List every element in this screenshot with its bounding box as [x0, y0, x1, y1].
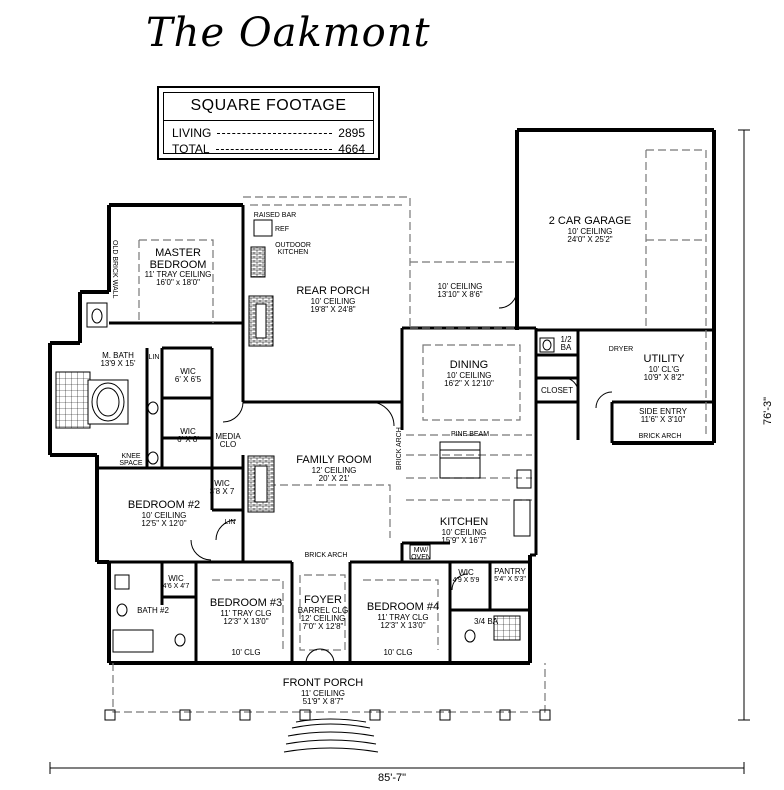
- family-room-label: FAMILY ROOM 12' CEILING 20' X 21': [296, 454, 372, 483]
- brick-arch-vertical-label: BRICK ARCH: [396, 427, 403, 470]
- foyer-label: FOYER BARREL CLG 12' CEILING 7'0" X 12'8…: [297, 594, 349, 632]
- master-bath-fixtures: [55, 302, 159, 465]
- front-porch-columns: [104, 709, 551, 721]
- width-dimension: 85'-7": [378, 772, 407, 784]
- fireplaces: [247, 246, 275, 513]
- front-porch-label: FRONT PORCH 11' CEILING 51'9" X 8'7": [282, 677, 364, 706]
- total-label: TOTAL: [172, 142, 210, 156]
- wic-3-label: WIC 3'8 X 7: [209, 479, 235, 497]
- breezeway-label: 10' CEILING 13'10" X 8'6": [437, 282, 483, 300]
- wic-5-label: WIC 4'9 X 5'9: [452, 568, 480, 585]
- interior-walls: [97, 205, 714, 663]
- wic-4-label: WIC 4'6 X 4'7: [162, 574, 190, 591]
- rear-porch-label: REAR PORCH 10' CEILING 19'8" X 24'8": [296, 285, 370, 314]
- master-bath-label: M. BATH 13'9 X 15': [100, 351, 136, 369]
- ref-label: REF: [275, 226, 289, 233]
- dimension-lines: [49, 129, 750, 774]
- plan-title: The Oakmont: [146, 10, 431, 56]
- foyer-brick-arch-label: BRICK ARCH: [304, 552, 348, 559]
- closet-label: CLOSET: [540, 386, 574, 395]
- side-entry-brick-arch: BRICK ARCH: [638, 433, 682, 440]
- media-closet-label: MEDIA CLO: [215, 432, 241, 450]
- master-bedroom-label: MASTER BEDROOM 11' TRAY CEILING 16'0" x …: [144, 247, 212, 288]
- dryer-label: DRYER: [608, 346, 634, 353]
- garage-label: 2 CAR GARAGE 10' CEILING 24'0" X 25'2": [548, 215, 632, 244]
- square-footage-heading: SQUARE FOOTAGE: [190, 97, 347, 114]
- dining-label: DINING 10' CEILING 16'2" X 12'10": [444, 359, 494, 388]
- square-footage-table: SQUARE FOOTAGE LIVING 2895 TOTAL 4664: [157, 86, 380, 160]
- utility-label: UTILITY 10' CL'G 10'9" X 8'2": [643, 353, 685, 382]
- pantry-label: PANTRY 5'4" X 5'3": [494, 567, 526, 584]
- depth-dimension: 76'-3": [762, 396, 774, 425]
- exterior-walls: [48, 128, 716, 665]
- living-label: LIVING: [172, 126, 212, 140]
- total-row: TOTAL 4664: [172, 142, 365, 156]
- lin-label-1: LIN: [148, 354, 160, 361]
- raised-bar-label: RAISED BAR: [253, 212, 297, 219]
- pine-beam-label: PINE BEAM: [450, 431, 490, 438]
- front-steps: [283, 718, 379, 753]
- half-bath-label: 1/2 BA: [560, 335, 572, 353]
- doors: [190, 289, 613, 664]
- bedroom-2-label: BEDROOM #2 10' CEILING 12'5" X 12'0": [127, 499, 201, 528]
- bedroom-4-ceiling: 10' CLG: [383, 648, 413, 657]
- old-brick-wall-label: OLD BRICK WALL: [111, 240, 118, 299]
- three-quarter-bath-label: 3/4 BA: [473, 617, 499, 626]
- lin-label-2: LIN: [224, 519, 236, 526]
- bedroom-4-label: BEDROOM #4 11' TRAY CLG 12'3" X 13'0": [366, 601, 440, 630]
- living-row: LIVING 2895: [172, 126, 365, 140]
- bath-2-label: BATH #2: [137, 606, 169, 615]
- kitchen-label: KITCHEN 10' CEILING 15'9" X 16'7": [439, 516, 489, 545]
- side-entry-label: SIDE ENTRY 11'6" X 3'10": [639, 407, 687, 425]
- kitchen-fixtures: [112, 219, 555, 653]
- wic-1-label: WIC 6' X 6'5: [174, 367, 202, 385]
- wic-2-label: WIC 6' X 8': [177, 427, 199, 445]
- bedroom-3-label: BEDROOM #3 11' TRAY CLG 12'3" X 13'0": [209, 597, 283, 626]
- mw-oven-label: MW/OVEN: [411, 547, 431, 562]
- total-value: 4664: [338, 142, 365, 156]
- living-value: 2895: [338, 126, 365, 140]
- bedroom-3-ceiling: 10' CLG: [231, 648, 261, 657]
